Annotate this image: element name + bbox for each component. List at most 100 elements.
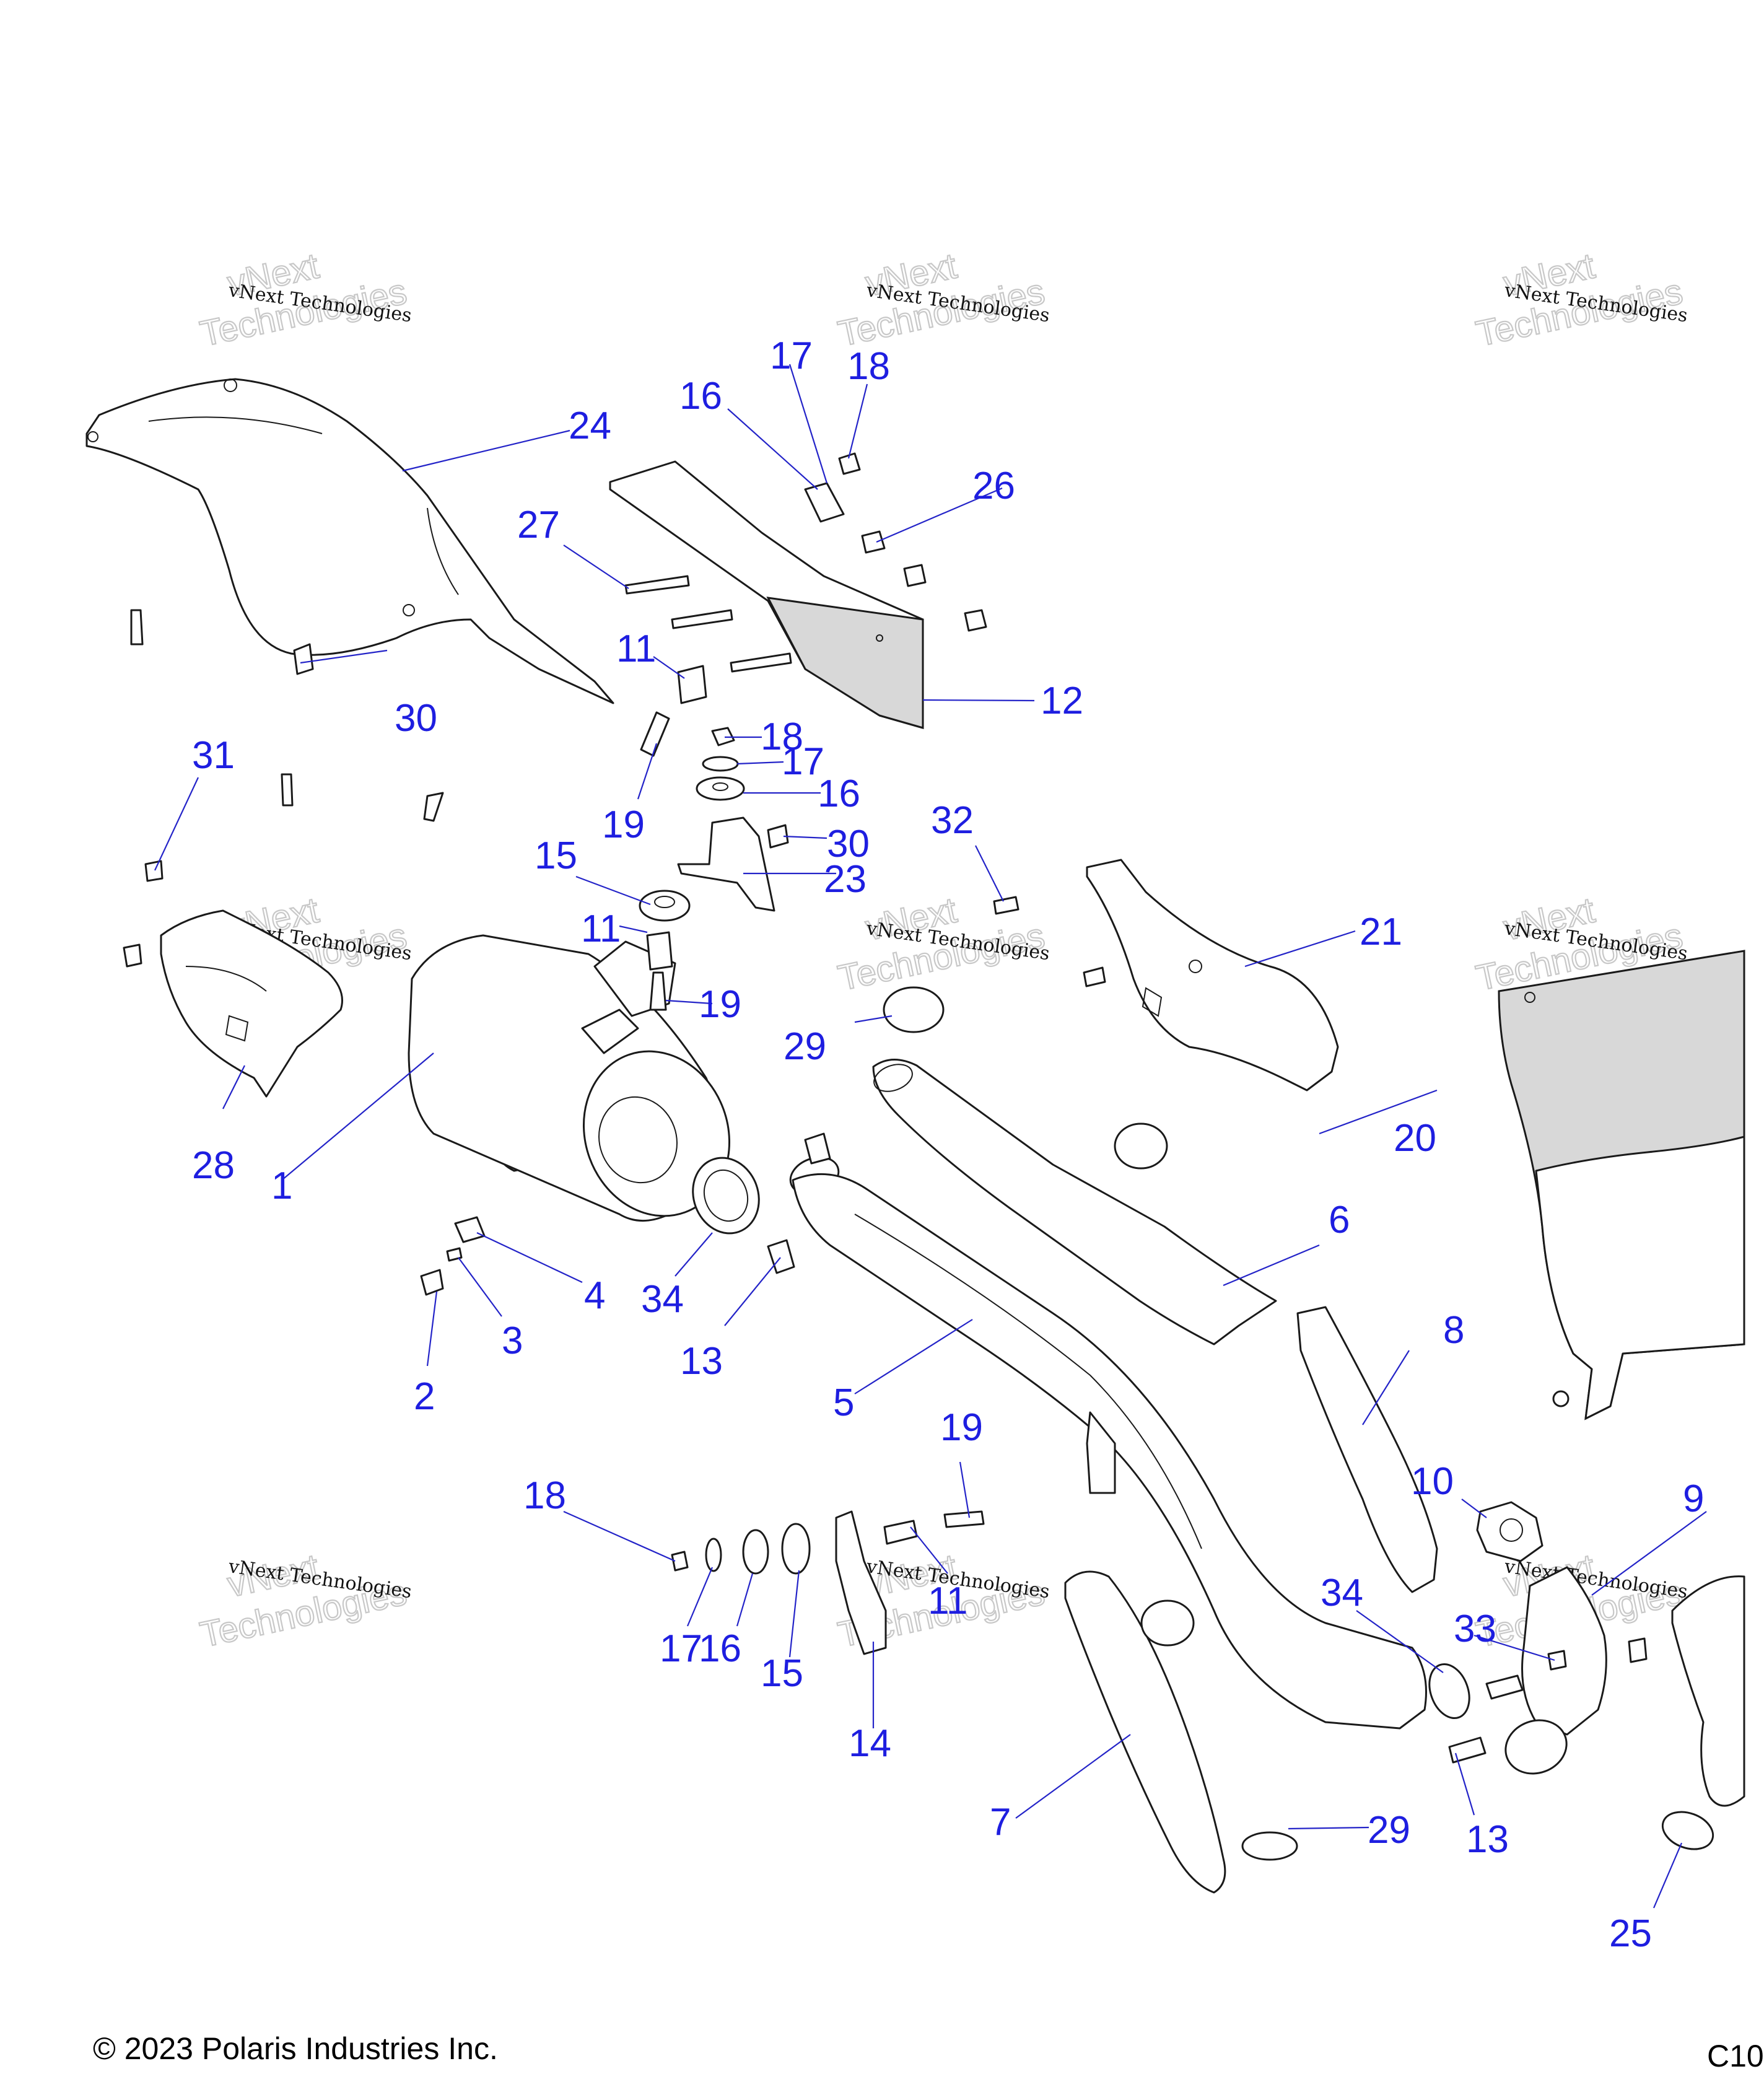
plug-2 [420,1269,444,1296]
nut-18 [711,727,735,746]
callout-16-top: 16 [679,375,722,418]
clamp-29-bottom [1241,1831,1298,1861]
callout-17-top: 17 [770,335,813,377]
callout-11-top: 11 [616,628,656,670]
callout-13-right: 13 [1466,1818,1509,1861]
washer-3 [446,1247,463,1262]
callout-28: 28 [192,1144,235,1187]
heat-shield-24 [85,378,614,704]
callout-33: 33 [1454,1608,1496,1650]
clamp-29 [883,986,945,1033]
callout-25: 25 [1609,1912,1652,1955]
isolator-15 [639,890,691,922]
muffler-1 [408,934,731,1222]
callout-18-mid: 18 [761,715,803,758]
callout-29-top: 29 [784,1025,826,1068]
bolt-left-a [130,609,144,645]
clamp-29-mid [1114,1122,1168,1170]
bracket-23 [677,816,775,912]
callout-10: 10 [1411,1460,1454,1503]
callout-16-bottom: 16 [699,1627,741,1670]
bolt-27b [671,609,733,629]
spring-13-right [1448,1736,1487,1764]
washer-16 [696,776,745,801]
bracket-14 [835,1510,887,1655]
callout-8: 8 [1443,1309,1464,1352]
callout-labels: 1 2 3 4 5 6 7 8 9 10 11 11 11 12 13 13 1… [192,335,1704,1955]
gasket-34-right [1428,1663,1470,1720]
callout-23: 23 [824,858,867,901]
watermarks: vNext Technologies vNext Technologies vN… [196,245,1688,1656]
nut-26 [861,530,886,554]
callout-13-left: 13 [680,1340,723,1383]
callout-32: 32 [931,799,974,842]
callout-24: 24 [569,405,611,447]
spacer-11-top [677,665,707,704]
callout-5: 5 [833,1381,854,1424]
gasket-25 [1661,1811,1714,1850]
exhaust-pipe-right [1671,1575,1745,1807]
isolator-15-bottom [781,1523,811,1575]
pipe-cover-6 [872,1059,1277,1345]
nut-18-bottom [671,1551,689,1572]
spring-13-upper [804,1132,831,1165]
heat-shield-28 [160,909,343,1098]
bolt-30-mid [767,824,789,849]
bolt-19 [649,971,667,1011]
copyright-text: © 2023 Polaris Industries Inc. [93,2031,498,2066]
callout-19-bottom: 19 [940,1406,983,1449]
callout-2: 2 [414,1375,435,1418]
callout-34-right: 34 [1321,1572,1363,1614]
bolt-32b [1083,966,1106,987]
callout-19-lower: 19 [699,983,741,1026]
callout-18-top: 18 [847,345,890,388]
bolt-left-b [281,773,294,807]
washer-17 [702,756,739,772]
head-pipe-5 [789,1156,1427,1730]
washer-17-bottom [705,1538,722,1572]
bolt-27 [624,575,690,595]
callout-3: 3 [502,1319,523,1362]
callout-19-mid: 19 [602,803,645,846]
bolt-27c [730,652,792,673]
bolt-31 [144,860,164,882]
callout-27: 27 [517,504,560,546]
callout-29-bottom: 29 [1368,1809,1410,1852]
callout-30-mid: 30 [827,823,870,865]
callout-6: 6 [1329,1199,1350,1241]
callout-1: 1 [271,1165,292,1207]
callout-21: 21 [1360,911,1402,953]
heat-shield-12 [609,460,924,729]
leader-lines [154,364,1707,1909]
figure-code: C10 [1707,2039,1764,2073]
callout-16-mid: 16 [818,772,860,815]
gasket-34 [692,1157,760,1235]
bolt-32 [993,896,1020,915]
sensor-4 [454,1216,486,1243]
tail-pipe-7 [1064,1570,1226,1894]
callout-17-mid: 17 [782,740,824,783]
heat-shield-21 [1086,859,1339,1092]
bolt-33 [1547,1650,1567,1671]
callout-11-mid: 11 [581,908,621,950]
callout-18-bottom: 18 [523,1474,566,1517]
spring-13-right-upper [1485,1674,1524,1700]
callout-7: 7 [990,1801,1011,1844]
callout-26: 26 [972,465,1015,507]
callout-17-bottom: 17 [660,1627,702,1670]
bolt-left-c [423,792,444,822]
spacer-11-bottom [883,1520,918,1545]
clamp-29-lower [1140,1599,1195,1647]
heat-shield-8 [1296,1306,1438,1593]
bolt-19-top [640,711,670,757]
bolt-30 [293,643,314,675]
callout-34-left: 34 [641,1278,684,1321]
gasket-10 [1476,1501,1544,1562]
heat-shield-20 [1498,950,1745,1420]
callout-14: 14 [849,1722,891,1765]
bolt-left-d [123,943,142,968]
spacer-16-top [804,482,845,523]
callout-31: 31 [192,734,235,777]
callout-30-top: 30 [395,697,437,740]
